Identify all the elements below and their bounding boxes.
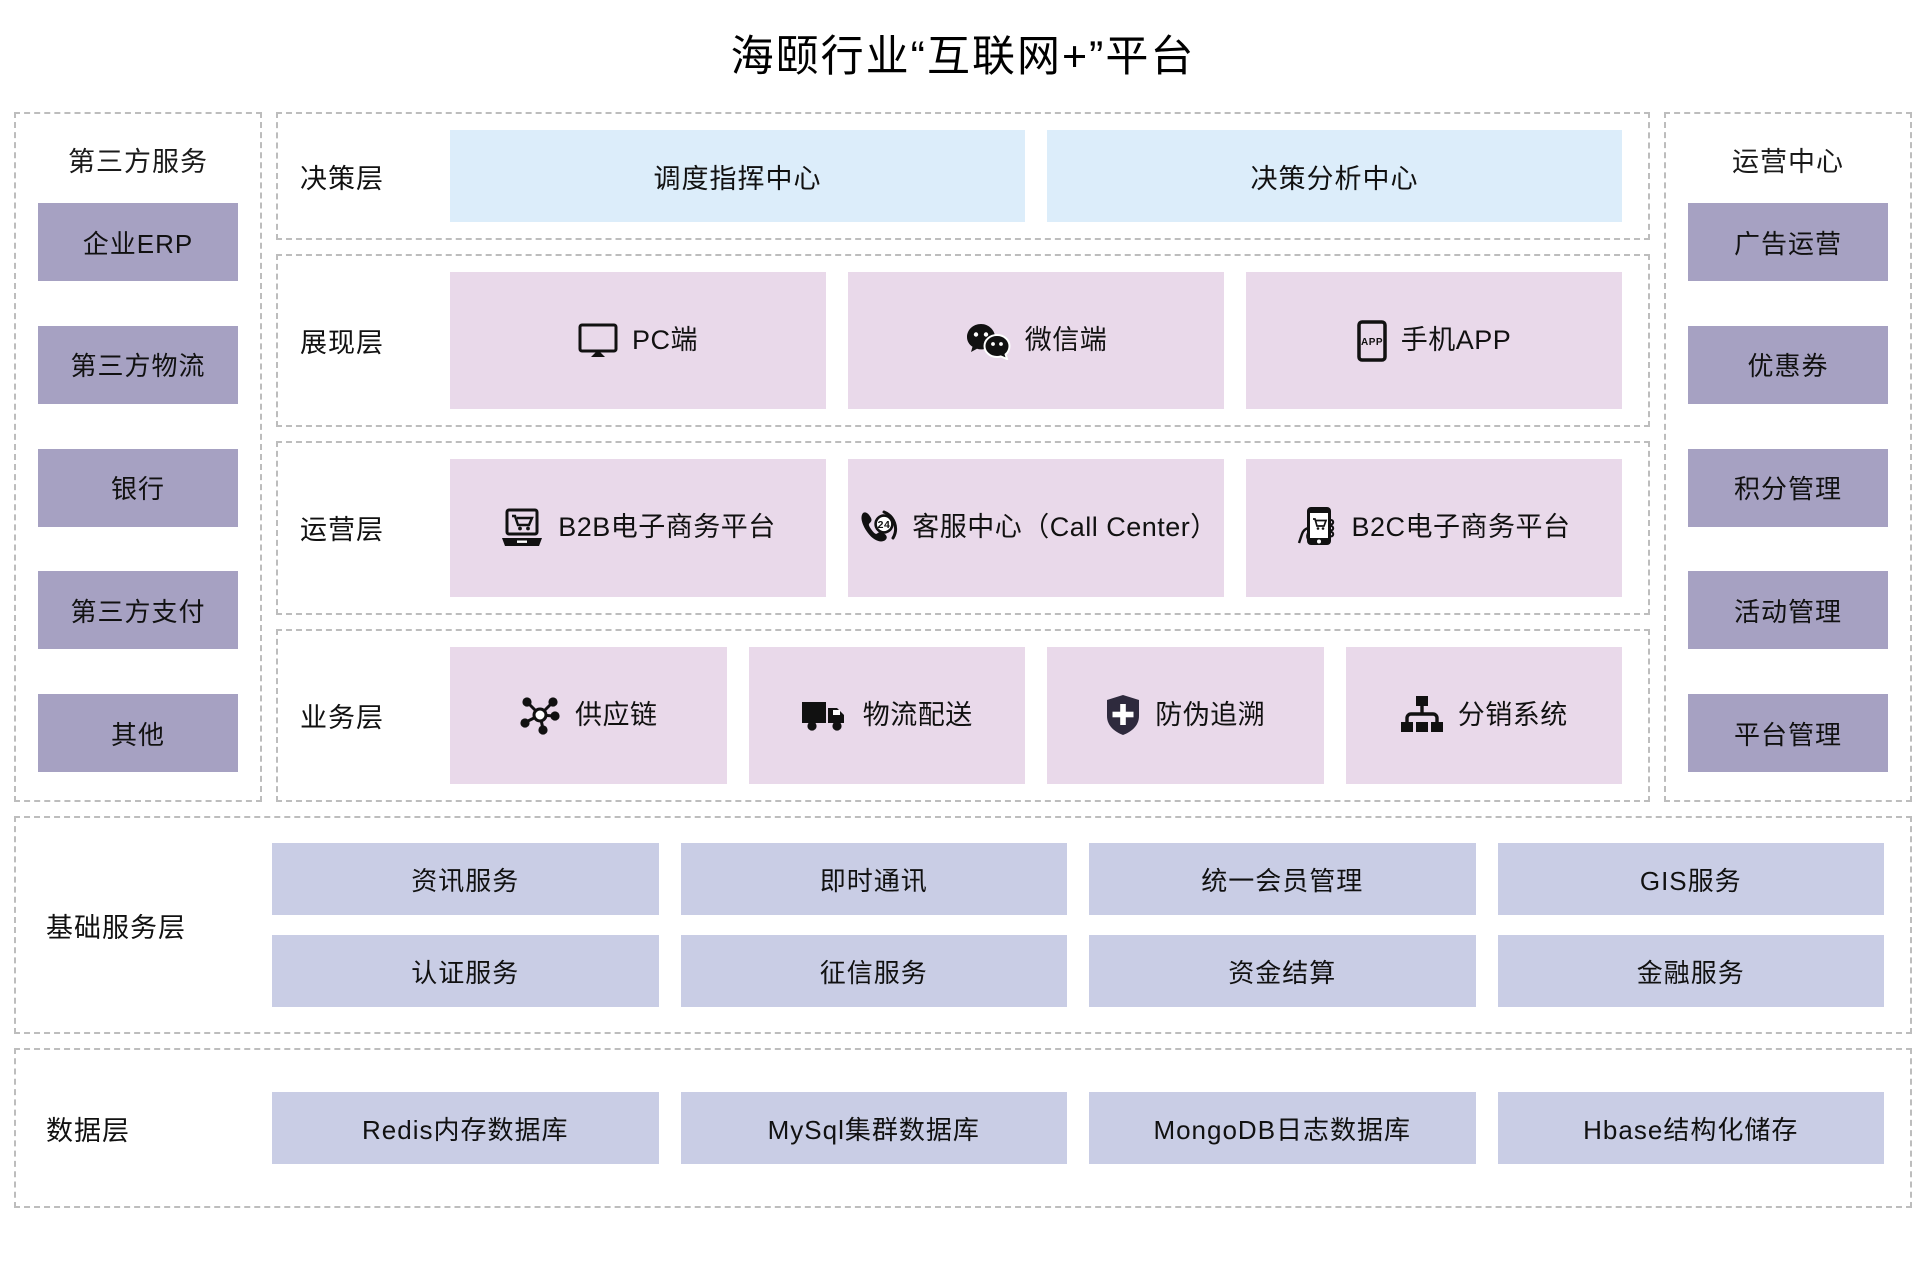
operation-center-item-coupon[interactable]: 优惠券: [1688, 325, 1888, 404]
operation-layer-label: 运营层: [300, 515, 384, 546]
operation-item-b2b[interactable]: B2B电子商务平台: [450, 459, 826, 597]
laptop-cart-icon: [500, 508, 544, 548]
operation-center-item-platform[interactable]: 平台管理: [1688, 694, 1888, 772]
monitor-icon: [578, 323, 618, 359]
third-party-item-logistics[interactable]: 第三方物流: [38, 325, 238, 404]
truck-icon: [801, 698, 849, 732]
third-party-item-bank[interactable]: 银行: [38, 448, 238, 527]
third-party-item-other[interactable]: 其他: [38, 694, 238, 772]
decision-item-dispatch-center[interactable]: 调度指挥中心: [450, 130, 1025, 222]
org-tree-icon: [1400, 695, 1444, 735]
mobile-app-icon: APP: [1356, 319, 1387, 362]
business-item-supply-chain[interactable]: 供应链: [450, 646, 727, 784]
presentation-item-pc-label: PC端: [631, 325, 698, 356]
operation-center-list: 广告运营 优惠券 积分管理 活动管理 平台管理: [1688, 203, 1888, 772]
hand-phone-cart-icon: [1297, 506, 1337, 550]
svg-text:24: 24: [878, 519, 891, 531]
data-store-mongodb[interactable]: MongoDB日志数据库: [1089, 1092, 1476, 1164]
page-title: 海颐行业“互联网+”平台: [730, 33, 1196, 81]
base-service-finance[interactable]: 金融服务: [1497, 935, 1884, 1007]
data-layer-grid: Redis内存数据库 MySql集群数据库 MongoDB日志数据库 Hbase…: [272, 1092, 1884, 1164]
presentation-layer-label: 展现层: [300, 328, 384, 359]
business-layer-band: 业务层: [276, 628, 1650, 802]
third-party-services-panel: 第三方服务 企业ERP 第三方物流 银行 第三方支付 其他: [14, 112, 262, 802]
upper-region: 第三方服务 企业ERP 第三方物流 银行 第三方支付 其他 决策层 调度指挥中心…: [0, 112, 1926, 802]
operation-center-panel: 运营中心 广告运营 优惠券 积分管理 活动管理 平台管理: [1664, 112, 1912, 802]
operation-item-b2b-label: B2B电子商务平台: [558, 512, 776, 543]
operation-item-b2c[interactable]: B2C电子商务平台: [1246, 459, 1622, 597]
base-service-gis[interactable]: GIS服务: [1497, 843, 1884, 915]
operation-item-call-center-label: 客服中心（Call Center）: [912, 512, 1218, 543]
data-store-mysql[interactable]: MySql集群数据库: [680, 1092, 1067, 1164]
operation-center-item-points[interactable]: 积分管理: [1688, 448, 1888, 527]
base-services-band: 基础服务层 资讯服务 即时通讯 统一会员管理 GIS服务 认证服务 征信服务 资…: [14, 816, 1912, 1034]
decision-layer-label: 决策层: [300, 163, 384, 194]
presentation-layer-items: PC端 微信端: [450, 272, 1622, 410]
base-service-auth[interactable]: 认证服务: [272, 935, 659, 1007]
business-item-distribution[interactable]: 分销系统: [1345, 646, 1622, 784]
presentation-item-mobile-app[interactable]: APP 手机APP: [1246, 272, 1622, 410]
base-service-settlement[interactable]: 资金结算: [1089, 935, 1476, 1007]
center-layers: 决策层 调度指挥中心 决策分析中心 展现层: [276, 112, 1650, 802]
business-item-logistics-label: 物流配送: [862, 699, 973, 730]
base-service-credit[interactable]: 征信服务: [680, 935, 1067, 1007]
presentation-item-wechat[interactable]: 微信端: [848, 272, 1224, 410]
data-layer-band: 数据层 Redis内存数据库 MySql集群数据库 MongoDB日志数据库 H…: [14, 1048, 1912, 1208]
third-party-item-erp[interactable]: 企业ERP: [38, 203, 238, 281]
presentation-layer-band: 展现层 PC端: [276, 254, 1650, 428]
operation-layer-items: B2B电子商务平台 24 客服中心（Call Center）: [450, 459, 1622, 597]
data-store-hbase[interactable]: Hbase结构化储存: [1497, 1092, 1884, 1164]
decision-layer-band: 决策层 调度指挥中心 决策分析中心: [276, 112, 1650, 240]
business-item-logistics[interactable]: 物流配送: [748, 646, 1025, 784]
third-party-services-heading: 第三方服务: [68, 147, 208, 177]
business-layer-label: 业务层: [300, 702, 384, 733]
third-party-item-payment[interactable]: 第三方支付: [38, 571, 238, 650]
operation-center-item-ads[interactable]: 广告运营: [1688, 203, 1888, 281]
shield-plus-icon: [1105, 694, 1141, 736]
operation-layer-band: 运营层 B2B电子: [276, 441, 1650, 615]
base-service-im[interactable]: 即时通讯: [680, 843, 1067, 915]
business-item-supply-chain-label: 供应链: [575, 699, 658, 730]
base-services-grid: 资讯服务 即时通讯 统一会员管理 GIS服务 认证服务 征信服务 资金结算 金融…: [272, 843, 1884, 1007]
operation-item-call-center[interactable]: 24 客服中心（Call Center）: [848, 459, 1224, 597]
business-layer-items: 供应链 物流配送: [450, 646, 1622, 784]
base-services-label: 基础服务层: [46, 912, 186, 943]
operation-center-heading: 运营中心: [1732, 147, 1844, 177]
third-party-services-list: 企业ERP 第三方物流 银行 第三方支付 其他: [38, 203, 238, 772]
data-layer-label: 数据层: [46, 1115, 130, 1146]
data-store-redis[interactable]: Redis内存数据库: [272, 1092, 659, 1164]
presentation-item-pc[interactable]: PC端: [450, 272, 826, 410]
operation-center-item-campaign[interactable]: 活动管理: [1688, 571, 1888, 650]
presentation-item-wechat-label: 微信端: [1024, 325, 1108, 356]
phone-24-icon: 24: [854, 508, 898, 548]
network-nodes-icon: [519, 694, 561, 736]
base-service-membership[interactable]: 统一会员管理: [1089, 843, 1476, 915]
decision-item-analysis-center[interactable]: 决策分析中心: [1047, 130, 1622, 222]
base-service-news[interactable]: 资讯服务: [272, 843, 659, 915]
business-item-anti-counterfeit-label: 防伪追溯: [1155, 699, 1266, 730]
business-item-anti-counterfeit[interactable]: 防伪追溯: [1047, 646, 1324, 784]
presentation-item-mobile-app-label: 手机APP: [1400, 325, 1512, 356]
decision-layer-items: 调度指挥中心 决策分析中心: [450, 130, 1622, 222]
business-item-distribution-label: 分销系统: [1457, 699, 1568, 730]
wechat-icon: [965, 322, 1011, 360]
operation-item-b2c-label: B2C电子商务平台: [1351, 512, 1571, 543]
svg-text:APP: APP: [1361, 337, 1383, 348]
